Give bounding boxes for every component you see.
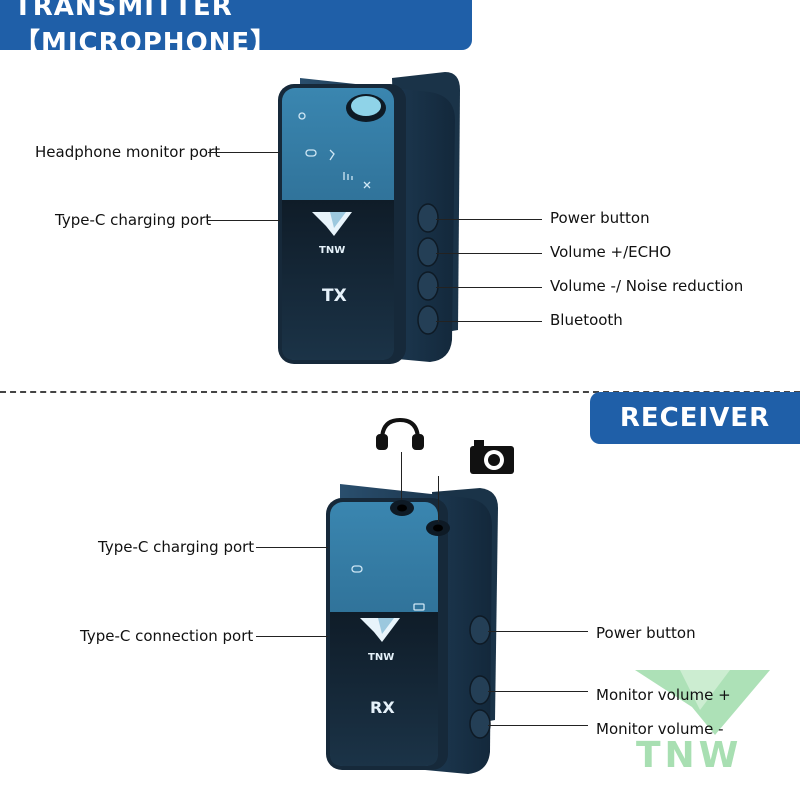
tx-typec-port-label: Type-C charging port xyxy=(55,211,212,229)
rx-leader xyxy=(488,691,588,692)
camera-jack-leader xyxy=(438,476,439,522)
tx-leader xyxy=(436,321,542,322)
tx-volume-down-label: Volume -/ Noise reduction xyxy=(550,277,744,295)
rx-brand-text: TNW xyxy=(368,652,395,663)
rx-leader xyxy=(256,547,328,548)
headphones-icon xyxy=(376,417,424,450)
rx-power-button-label: Power button xyxy=(596,624,696,642)
rx-typec-charging-label: Type-C charging port xyxy=(98,538,255,556)
tx-headphone-port-label: Headphone monitor port xyxy=(35,143,221,161)
tx-leader xyxy=(436,253,542,254)
rx-device-label: RX xyxy=(370,698,395,717)
transmitter-device xyxy=(278,72,460,364)
rx-monitor-volume-down-label: Monitor volume - xyxy=(596,720,724,738)
receiver-device xyxy=(326,484,498,774)
tx-volume-up-label: Volume +/ECHO xyxy=(550,243,672,261)
camera-icon xyxy=(470,440,514,474)
rx-typec-connection-label: Type-C connection port xyxy=(80,627,254,645)
tx-leader xyxy=(436,287,542,288)
rx-leader xyxy=(256,636,328,637)
tx-device-label: TX xyxy=(322,286,347,306)
tx-bluetooth-label: Bluetooth xyxy=(550,311,623,329)
tx-brand-text: TNW xyxy=(319,245,346,256)
watermark-text: TNW xyxy=(636,735,743,776)
tx-leader xyxy=(208,152,280,153)
receiver-banner: RECEIVER xyxy=(590,392,800,444)
rx-monitor-volume-up-label: Monitor volume + xyxy=(596,686,731,704)
rx-leader xyxy=(488,631,588,632)
headphone-jack-leader xyxy=(401,452,402,500)
tx-power-button-label: Power button xyxy=(550,209,650,227)
tx-leader xyxy=(208,220,280,221)
section-divider xyxy=(0,391,800,393)
rx-leader xyxy=(488,725,588,726)
tnw-watermark-logo-icon xyxy=(635,670,770,735)
tx-leader xyxy=(436,219,542,220)
